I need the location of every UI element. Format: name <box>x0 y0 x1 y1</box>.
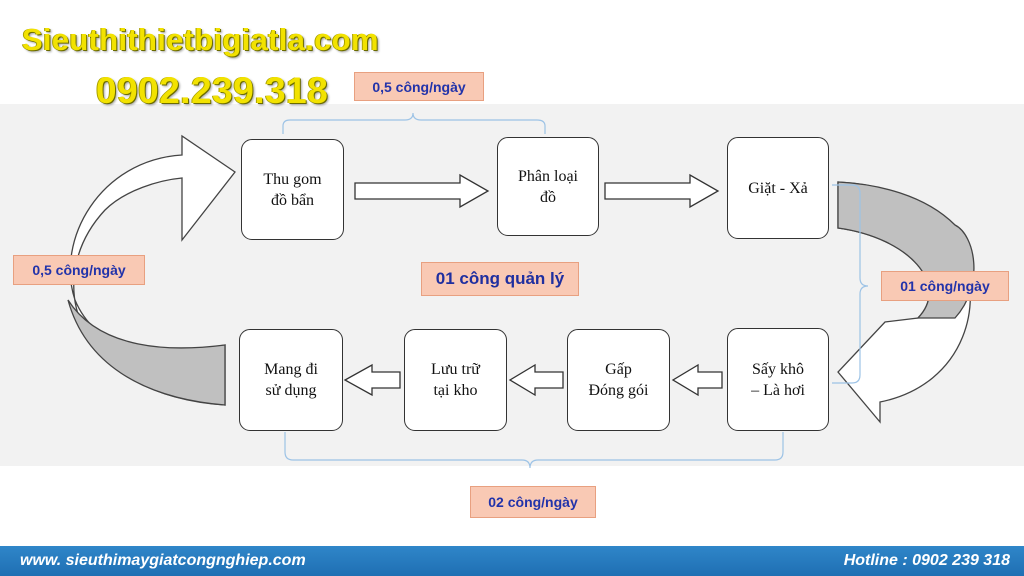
footer-bar: www. sieuthimaygiatcongnghiep.com Hotlin… <box>0 546 1024 576</box>
label-collect-sort-labor: 0,5 công/ngày <box>354 72 484 101</box>
return-loop-arrow-shade <box>67 299 226 406</box>
arrow-fold-to-store <box>508 363 564 397</box>
label-wash-dry-labor: 01 công/ngày <box>881 271 1009 301</box>
label-return-loop-labor: 0,5 công/ngày <box>13 255 145 285</box>
step-collect-dirty: Thu gom đồ bẩn <box>241 139 344 240</box>
label-management-labor: 01 công quản lý <box>421 262 579 296</box>
step-sort-items: Phân loại đồ <box>497 137 599 236</box>
site-name: Sieuthithietbigiatla.com <box>22 22 379 57</box>
bracket-bottom <box>284 432 784 469</box>
step-warehouse-storage: Lưu trữ tại kho <box>404 329 507 431</box>
step-dry-iron: Sấy khô – Là hơi <box>727 328 829 431</box>
bracket-right <box>832 184 869 384</box>
arrow-collect-to-sort <box>354 173 490 209</box>
step-fold-pack: Gấp Đóng gói <box>567 329 670 431</box>
arrow-dry-to-fold <box>671 363 723 397</box>
label-finishing-labor: 02 công/ngày <box>470 486 596 518</box>
footer-hotline: Hotline : 0902 239 318 <box>843 552 1010 569</box>
arrow-store-to-use <box>343 363 401 397</box>
flow-arrows <box>67 112 975 469</box>
bracket-top <box>282 112 546 134</box>
arrow-sort-to-wash <box>604 173 720 209</box>
step-put-into-use: Mang đi sử dụng <box>239 329 343 431</box>
phone-number: 0902.239.318 <box>96 70 329 111</box>
footer-website: www. sieuthimaygiatcongnghiep.com <box>20 552 306 569</box>
step-wash-rinse: Giặt - Xả <box>727 137 829 239</box>
